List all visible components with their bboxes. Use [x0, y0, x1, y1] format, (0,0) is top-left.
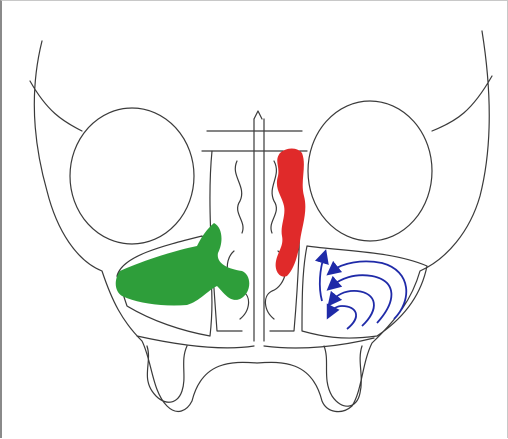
flow-arrow-1 — [332, 261, 406, 319]
right-orbit — [308, 101, 432, 241]
flow-arrow-2 — [332, 275, 391, 323]
flow-arrow-4 — [330, 306, 356, 329]
left-orbit — [70, 108, 194, 244]
flow-arrow-5 — [320, 256, 324, 301]
left-maxillary-shading — [116, 223, 250, 306]
left-tooth — [147, 346, 187, 402]
right-middle-turbinate — [271, 161, 276, 233]
skull-outline-path — [34, 31, 489, 412]
left-middle-turbinate — [235, 161, 243, 233]
right-temporal-line — [432, 76, 492, 131]
mucociliary-flow-arrows — [320, 256, 406, 329]
skull-outline — [30, 31, 492, 412]
ethmoid-shading — [276, 149, 306, 277]
crista-galli — [254, 111, 262, 119]
left-temporal-line — [30, 81, 82, 131]
